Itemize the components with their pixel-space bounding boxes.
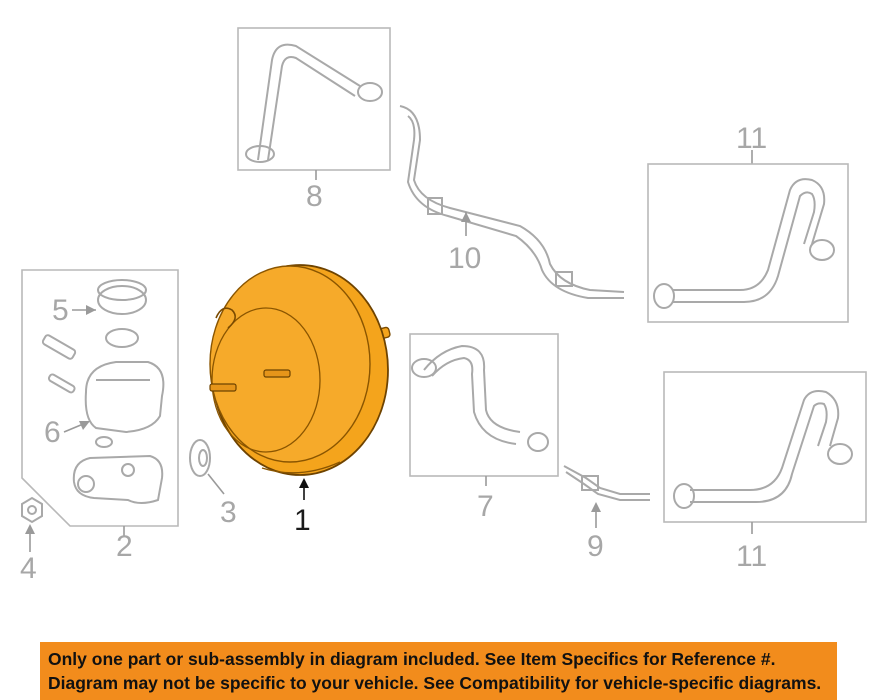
part-11-bottom-box <box>663 371 867 523</box>
part-8-clamp-top <box>357 82 383 102</box>
callout-7: 7 <box>477 490 494 523</box>
part-11-bottom-hose-group <box>663 371 867 523</box>
part-8-hose-group <box>237 27 391 171</box>
part-5-arrowhead <box>86 305 96 315</box>
part-9-valve <box>563 465 650 501</box>
part-3-leader <box>207 473 225 495</box>
part-8-clamp-bottom <box>245 145 275 163</box>
callout-3: 3 <box>220 496 237 529</box>
callout-10: 10 <box>448 242 481 275</box>
part-9-arrowhead <box>591 502 601 512</box>
part-2-master-cylinder-group <box>21 269 179 527</box>
callout-6: 6 <box>44 416 61 449</box>
part-8-hose <box>257 43 361 161</box>
callout-4: 4 <box>20 552 37 585</box>
disclaimer-banner: Only one part or sub-assembly in diagram… <box>40 642 837 700</box>
disclaimer-line-2: Diagram may not be specific to your vehi… <box>48 673 822 693</box>
part-5-cap <box>97 285 147 315</box>
callout-11-top: 11 <box>736 122 767 155</box>
part-8-box <box>237 27 391 171</box>
callout-9: 9 <box>587 530 604 563</box>
part-10-tube <box>399 105 625 299</box>
part-2-box <box>21 269 179 527</box>
callout-2: 2 <box>116 530 133 563</box>
part-4-nut <box>21 496 43 524</box>
disclaimer-line-1: Only one part or sub-assembly in diagram… <box>48 649 776 669</box>
callout-1: 1 <box>294 504 311 537</box>
part-10-arrowhead <box>461 212 471 222</box>
part-1-brake-booster <box>209 264 391 476</box>
part-11-top-box <box>647 163 849 323</box>
part-7-hose-group <box>409 333 559 477</box>
parts-diagram: 8 10 11 5 6 2 <box>20 27 867 585</box>
part-6-arrowhead <box>79 421 90 430</box>
callout-5: 5 <box>52 294 69 327</box>
part-1-arrowhead <box>299 478 309 488</box>
callout-11-bottom: 11 <box>736 540 767 573</box>
part-3-gasket <box>189 439 211 477</box>
part-4-arrowhead <box>25 524 35 534</box>
callout-8: 8 <box>306 180 323 213</box>
part-8-hose-inner <box>267 56 356 161</box>
part-7-box <box>409 333 559 477</box>
part-11-top-hose-group <box>647 163 849 323</box>
